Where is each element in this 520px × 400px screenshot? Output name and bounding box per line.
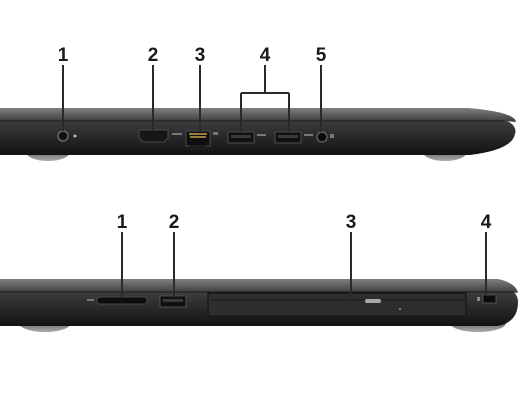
network-label-icon [213, 132, 218, 135]
eject-button-icon [365, 299, 381, 303]
callout-number: 4 [260, 45, 271, 66]
hdmi-port-icon [138, 129, 169, 143]
usb-tongue-icon [163, 299, 183, 302]
hdmi-label-icon [172, 133, 182, 135]
usb-label-icon [257, 134, 266, 136]
usb-label-icon [304, 134, 313, 136]
usb-tongue-icon [231, 135, 251, 138]
sd-card-slot-icon [96, 296, 148, 305]
callout-number: 1 [117, 212, 128, 233]
ethernet-contacts-icon [189, 133, 207, 138]
optical-drive-icon [207, 292, 467, 317]
sd-label-icon [87, 299, 94, 301]
chassis [0, 112, 516, 155]
headset-label-icon [330, 134, 334, 138]
leader-line [240, 65, 290, 132]
lid-edge [0, 279, 518, 293]
callout-number: 3 [346, 212, 357, 233]
emergency-eject-icon [399, 308, 401, 310]
callout-number: 4 [481, 212, 492, 233]
ethernet-flap-icon [190, 145, 206, 150]
headset-port-icon [316, 131, 328, 143]
lock-label-icon [477, 297, 480, 301]
callout-number: 1 [58, 45, 69, 66]
callout-number: 3 [195, 45, 206, 66]
power-port-icon [57, 130, 69, 142]
callout-number: 5 [316, 45, 327, 66]
usb-tongue-icon [278, 135, 298, 138]
power-led-icon [73, 134, 77, 138]
callout-number: 2 [169, 212, 180, 233]
ethernet-port-icon [185, 130, 211, 147]
lid-edge [0, 108, 516, 122]
callout-number: 2 [148, 45, 159, 66]
left-side-view: 1 2 3 4 5 [0, 45, 516, 161]
security-slot-icon [482, 294, 497, 304]
right-side-view: 1 2 3 4 [0, 212, 518, 332]
